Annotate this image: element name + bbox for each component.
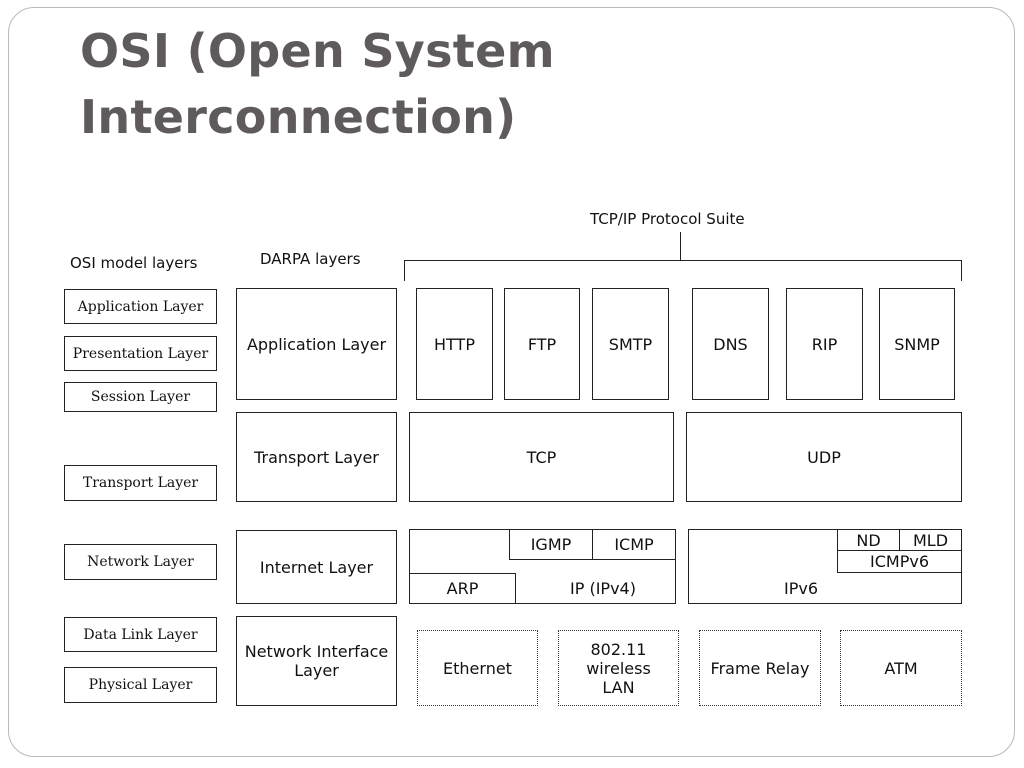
protocol-dns: DNS: [692, 288, 769, 400]
protocol-ipv6: IPv6: [784, 579, 819, 598]
protocol-rip: RIP: [786, 288, 863, 400]
protocol-mld: MLD: [899, 529, 962, 551]
darpa-heading: DARPA layers: [260, 250, 361, 268]
interface-frame-relay: Frame Relay: [699, 630, 821, 706]
osi-physical-layer: Physical Layer: [64, 667, 217, 703]
slide-title: OSI (Open System Interconnection): [80, 18, 555, 150]
darpa-application-layer: Application Layer: [236, 288, 397, 400]
title-line-1: OSI (Open System: [80, 24, 555, 78]
protocol-nd: ND: [837, 529, 900, 551]
suite-bracket-bar: [404, 260, 962, 261]
protocol-udp: UDP: [686, 412, 962, 502]
suite-bracket-right: [961, 260, 962, 281]
protocol-icmpv6: ICMPv6: [837, 550, 962, 573]
osi-presentation-layer: Presentation Layer: [64, 336, 217, 371]
interface-ethernet: Ethernet: [417, 630, 538, 706]
suite-heading: TCP/IP Protocol Suite: [590, 210, 745, 228]
osi-transport-layer: Transport Layer: [64, 465, 217, 501]
osi-network-layer: Network Layer: [64, 544, 217, 580]
protocol-arp: ARP: [409, 573, 516, 604]
suite-bracket-left: [404, 260, 405, 281]
title-line-2: Interconnection): [80, 90, 517, 144]
darpa-internet-layer: Internet Layer: [236, 530, 397, 604]
osi-heading: OSI model layers: [70, 254, 198, 272]
protocol-ipv4: IP (IPv4): [570, 579, 636, 598]
darpa-transport-layer: Transport Layer: [236, 412, 397, 502]
protocol-igmp: IGMP: [509, 529, 593, 560]
osi-data-link-layer: Data Link Layer: [64, 617, 217, 652]
suite-bracket-stem: [680, 232, 681, 260]
protocol-icmp: ICMP: [592, 529, 676, 560]
interface-atm: ATM: [840, 630, 962, 706]
osi-session-layer: Session Layer: [64, 382, 217, 412]
protocol-tcp: TCP: [409, 412, 674, 502]
protocol-smtp: SMTP: [592, 288, 669, 400]
interface-80211-wireless-lan: 802.11 wireless LAN: [558, 630, 679, 706]
protocol-ftp: FTP: [504, 288, 580, 400]
darpa-network-interface-layer: Network Interface Layer: [236, 616, 397, 706]
osi-application-layer: Application Layer: [64, 289, 217, 324]
protocol-snmp: SNMP: [879, 288, 955, 400]
protocol-http: HTTP: [416, 288, 493, 400]
